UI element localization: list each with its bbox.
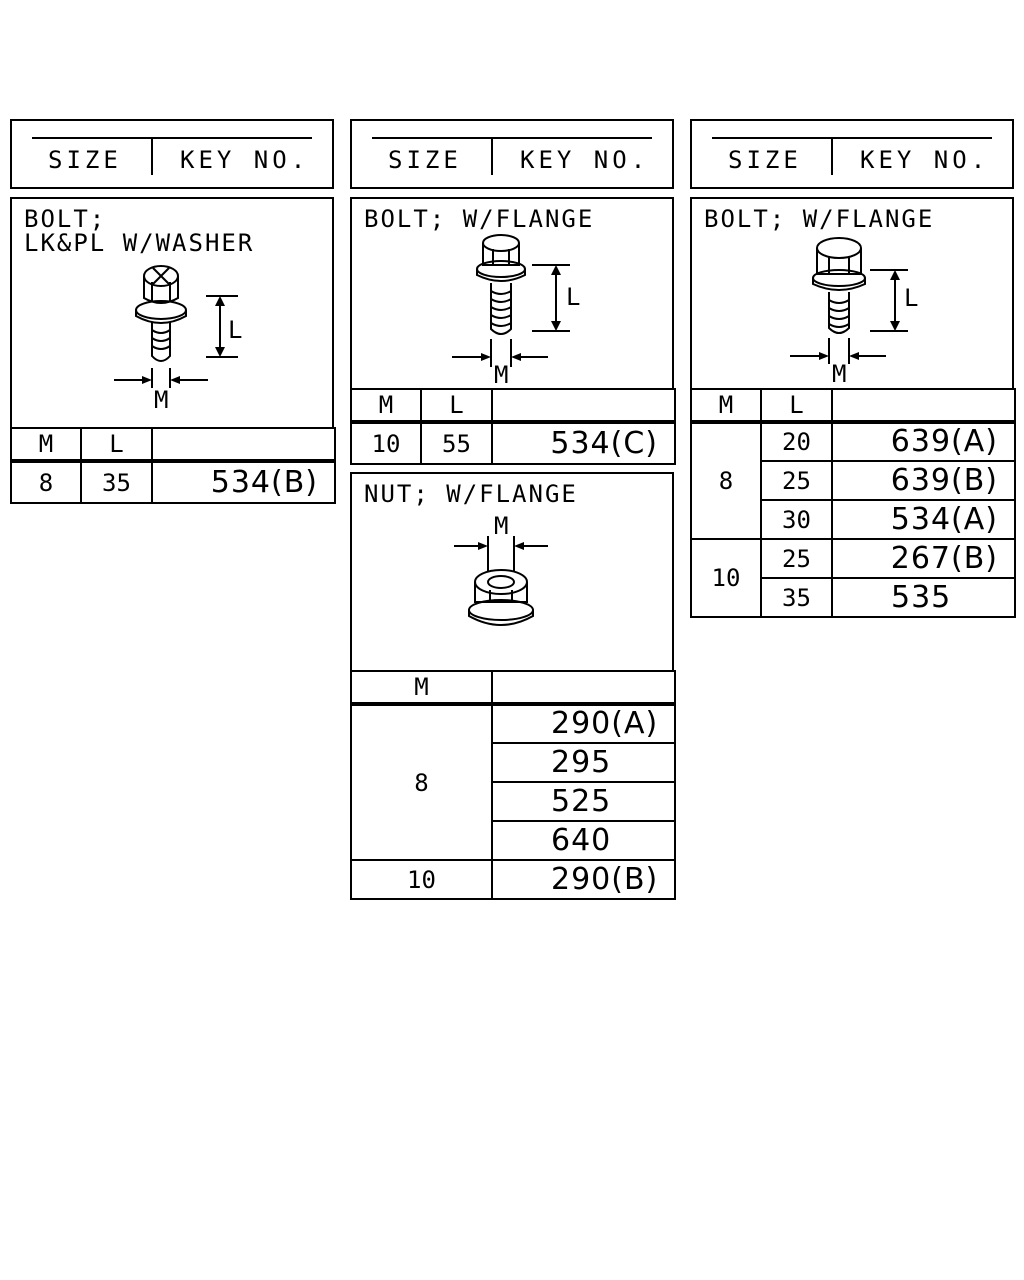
size-m: 8 — [350, 702, 493, 861]
table-row: 525 — [351, 781, 676, 822]
header-rule — [32, 137, 312, 139]
key-number: 534(C) — [491, 420, 676, 465]
washer-bolt-title-line2: LK&PL W/WASHER — [24, 229, 255, 257]
flange-bolt-illustration-2: L M — [790, 237, 918, 388]
key-number: 534(A) — [831, 499, 1016, 540]
key-number: 639(A) — [831, 420, 1016, 462]
key-number: 534(B) — [151, 459, 336, 504]
column-header-m: M — [690, 388, 762, 423]
size-l: 30 — [760, 499, 833, 540]
key-no-label: KEY NO. — [520, 146, 650, 174]
table-row: 10 25 267(B) — [690, 538, 1016, 618]
key-number: 290(B) — [491, 859, 676, 900]
table-row: 8 35 534(B) — [10, 459, 336, 504]
column-header-l: L — [80, 427, 153, 462]
header-divider — [151, 139, 153, 175]
flange-bolt-illustration-1: L M — [452, 234, 580, 389]
column-header-key — [491, 388, 676, 423]
flange-bolt-dim-l: L — [904, 284, 918, 312]
flange-bolt-dim-l: L — [566, 283, 580, 311]
flange-bolt-title: BOLT; W/FLANGE — [364, 205, 595, 233]
key-number: 267(B) — [831, 538, 1016, 579]
column-header-m: M — [350, 388, 422, 423]
table-row: 640 — [351, 820, 676, 861]
flange-bolt-panel-2: BOLT; W/FLANGE — [690, 197, 1014, 390]
size-m: 10 — [350, 420, 422, 465]
table-row: 30 534(A) — [691, 499, 1016, 540]
header-divider — [831, 139, 833, 175]
size-m: 10 — [690, 538, 762, 618]
header-rule — [372, 137, 652, 139]
table-row: 8 20 639(A) — [690, 420, 1016, 540]
key-number: 640 — [491, 820, 676, 861]
washer-bolt-dim-l: L — [228, 316, 242, 344]
flange-nut-title: NUT; W/FLANGE — [364, 480, 578, 508]
size-label: SIZE — [388, 146, 462, 174]
size-label: SIZE — [728, 146, 802, 174]
flange-nut-illustration: M — [454, 512, 548, 626]
key-number: 639(B) — [831, 460, 1016, 501]
header-rule — [712, 137, 992, 139]
table-row: 35 535 — [691, 577, 1016, 618]
key-number: 295 — [491, 742, 676, 783]
size-l: 25 — [760, 460, 833, 501]
table-row: 25 639(B) — [691, 460, 1016, 501]
size-label: SIZE — [48, 146, 122, 174]
column-header-m: M — [350, 670, 493, 705]
table-row: 10 55 534(C) — [350, 420, 676, 465]
column-header-key — [831, 388, 1016, 423]
key-number: 290(A) — [491, 702, 676, 744]
size-m: 8 — [10, 459, 82, 504]
key-number: 535 — [831, 577, 1016, 618]
table-row: 10 290(B) — [350, 859, 676, 900]
size-m: 8 — [690, 420, 762, 540]
flange-bolt-title: BOLT; W/FLANGE — [704, 205, 935, 233]
washer-bolt-title-line1: BOLT; — [24, 205, 107, 233]
size-header-3: SIZE KEY NO. — [690, 119, 1014, 189]
size-header-2: SIZE KEY NO. — [350, 119, 674, 189]
washer-bolt-panel: BOLT; LK&PL W/WASHER — [10, 197, 334, 429]
size-m: 10 — [350, 859, 493, 900]
flange-bolt-table-2: M L 8 20 639(A) 25 639(B) 30 534(A) 10 2… — [690, 388, 1016, 618]
table-row: 295 — [351, 742, 676, 783]
column-header-key — [491, 670, 676, 705]
column-header-l: L — [420, 388, 493, 423]
flange-bolt-dim-m: M — [832, 360, 846, 388]
flange-bolt-table-1: M L 10 55 534(C) — [350, 388, 676, 465]
flange-nut-dim-m: M — [494, 512, 508, 540]
washer-bolt-dim-m: M — [154, 386, 168, 414]
size-l: 20 — [760, 420, 833, 462]
header-divider — [491, 139, 493, 175]
size-header-1: SIZE KEY NO. — [10, 119, 334, 189]
size-l: 55 — [420, 420, 493, 465]
flange-bolt-dim-m: M — [494, 361, 508, 389]
key-no-label: KEY NO. — [180, 146, 310, 174]
flange-nut-table: M 8 290(A) 295 525 640 10 290(B) — [350, 670, 676, 900]
key-number: 525 — [491, 781, 676, 822]
column-header-l: L — [760, 388, 833, 423]
washer-bolt-illustration: L M — [114, 265, 242, 414]
size-l: 25 — [760, 538, 833, 579]
column-header-m: M — [10, 427, 82, 462]
washer-bolt-table: M L 8 35 534(B) — [10, 427, 336, 504]
size-l: 35 — [80, 459, 153, 504]
size-l: 35 — [760, 577, 833, 618]
column-header-key — [151, 427, 336, 462]
table-row: 8 290(A) — [350, 702, 676, 861]
key-no-label: KEY NO. — [860, 146, 990, 174]
